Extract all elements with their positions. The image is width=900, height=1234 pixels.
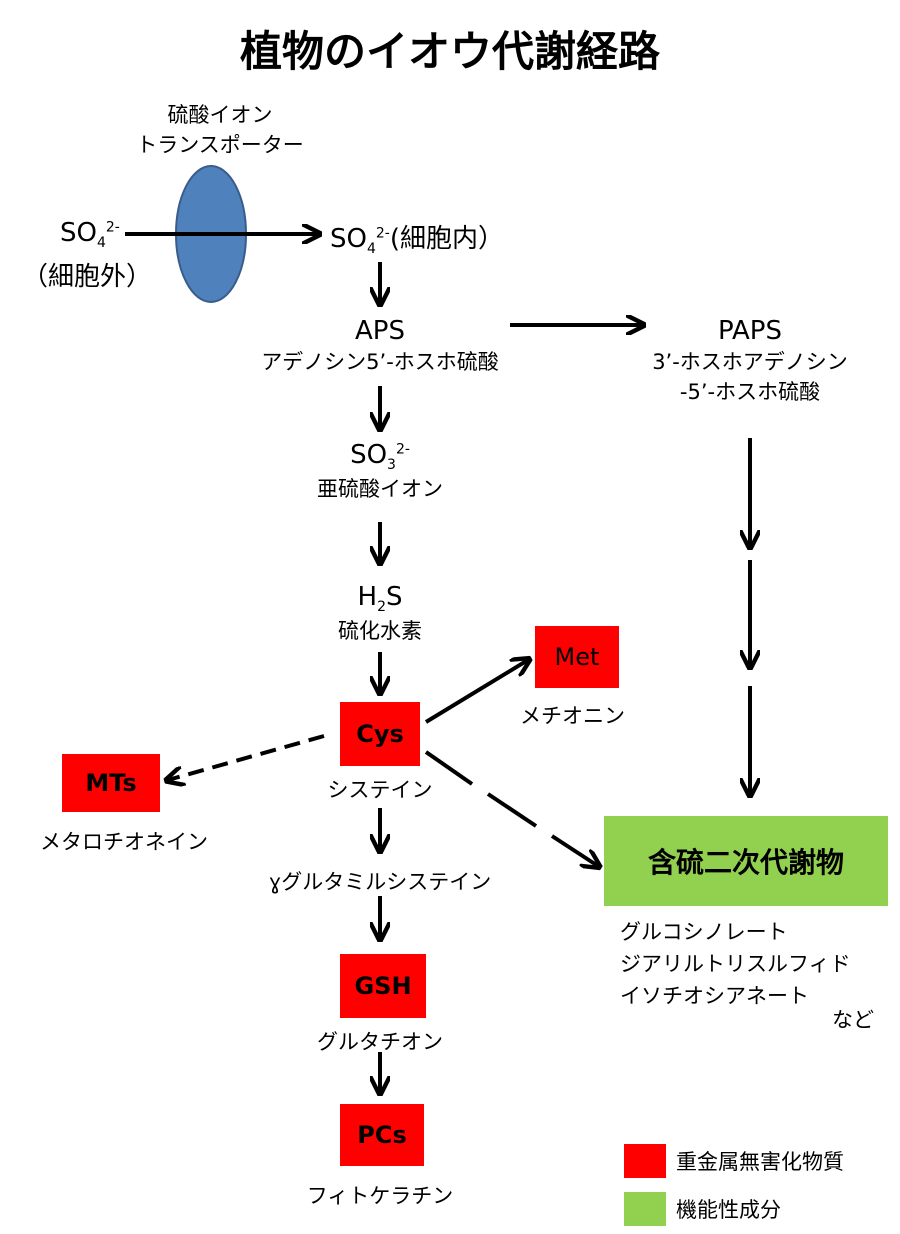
secondary-item: ジアリルトリスルフィド (620, 952, 851, 976)
h2s-node: H2S 硫化水素 (280, 582, 480, 645)
aps-desc: アデノシン5’-ホスホ硫酸 (261, 350, 499, 374)
paps-desc2: -5’-ホスホ硫酸 (679, 380, 821, 404)
legend-label-red: 重金属無害化物質 (676, 1150, 844, 1174)
secondary-item: グルコシノレート (620, 920, 788, 944)
legend-swatch-red (624, 1144, 666, 1178)
met-box: Met (535, 626, 619, 688)
glucys-desc: ɣグルタミルシステイン (268, 870, 492, 894)
aps-name: APS (355, 316, 405, 346)
arrow-cys-secondary-2 (486, 792, 538, 828)
pcs-box: PCs (340, 1104, 424, 1166)
legend-item-green: 機能性成分 (624, 1192, 844, 1226)
secondary-item: イソチオシアネート (620, 984, 809, 1008)
arrow-cys-secondary-3 (550, 834, 598, 866)
so4-inside: SO42-(細胞内） (330, 224, 505, 258)
secondary-etc: など (832, 1008, 874, 1032)
arrow-cys-met (424, 660, 528, 724)
mts-desc: メタロチオネイン (40, 830, 208, 854)
page-title: 植物のイオウ代謝経路 (239, 27, 660, 76)
transporter-line2: トランスポーター (136, 133, 304, 157)
secondary-items: グルコシノレート ジアリルトリスルフィド イソチオシアネート (620, 916, 851, 1012)
arrow-cys-secondary-1 (424, 750, 474, 786)
h2s-desc: 硫化水素 (338, 619, 422, 644)
sulfite-node: SO32- 亜硫酸イオン (280, 440, 480, 503)
met-desc: メチオニン (520, 704, 625, 728)
h2s-formula: H2S (357, 582, 403, 616)
legend: 重金属無害化物質 機能性成分 (624, 1144, 844, 1226)
cys-desc: システイン (327, 778, 433, 802)
pcs-desc: フィトケラチン (306, 1184, 454, 1208)
aps-node: APS アデノシン5’-ホスホ硫酸 (230, 316, 530, 376)
cys-box: Cys (340, 702, 420, 766)
arrow-cys-mts (168, 734, 325, 780)
legend-label-green: 機能性成分 (676, 1198, 781, 1222)
legend-swatch-green (624, 1192, 666, 1226)
paps-name: PAPS (718, 316, 782, 346)
gsh-desc: グルタチオン (317, 1030, 443, 1054)
transporter-line1: 硫酸イオン (167, 103, 273, 127)
legend-item-red: 重金属無害化物質 (624, 1144, 844, 1178)
so4-outside-label: （細胞外） (22, 262, 153, 292)
transporter-label: 硫酸イオン トランスポーター (120, 100, 320, 160)
paps-node: PAPS 3’-ホスホアデノシン -5’-ホスホ硫酸 (610, 316, 890, 406)
so4-outside-formula: SO42- (60, 218, 120, 252)
gsh-box: GSH (340, 954, 426, 1018)
sulfite-formula: SO32- (350, 440, 410, 474)
mts-box: MTs (62, 754, 160, 812)
secondary-metabolites-box: 含硫二次代謝物 (604, 816, 888, 906)
paps-desc1: 3’-ホスホアデノシン (652, 350, 848, 374)
sulfite-desc: 亜硫酸イオン (317, 477, 443, 502)
